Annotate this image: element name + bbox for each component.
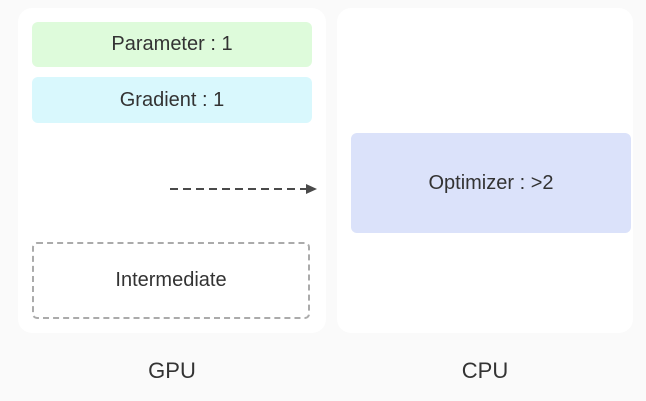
- intermediate-block-label: Intermediate: [115, 269, 227, 291]
- gpu-panel: Parameter : 1 Gradient : 1 Intermediate: [18, 8, 326, 333]
- parameter-block-label: Parameter : 1: [111, 33, 233, 55]
- offload-dashed-arrow: [168, 179, 318, 199]
- gradient-block: Gradient : 1: [32, 77, 312, 123]
- dashed-arrow-icon: [170, 184, 317, 194]
- intermediate-block: Intermediate: [32, 242, 310, 319]
- gradient-block-label: Gradient : 1: [119, 88, 225, 111]
- optimizer-block: Optimizer : >2: [351, 133, 631, 233]
- optimizer-block-label: Optimizer : >2: [428, 171, 554, 194]
- parameter-block: Parameter : 1: [32, 22, 312, 67]
- cpu-panel-label: CPU: [461, 358, 509, 383]
- gpu-panel-label: GPU: [148, 358, 196, 383]
- cpu-panel: Optimizer : >2: [337, 8, 633, 333]
